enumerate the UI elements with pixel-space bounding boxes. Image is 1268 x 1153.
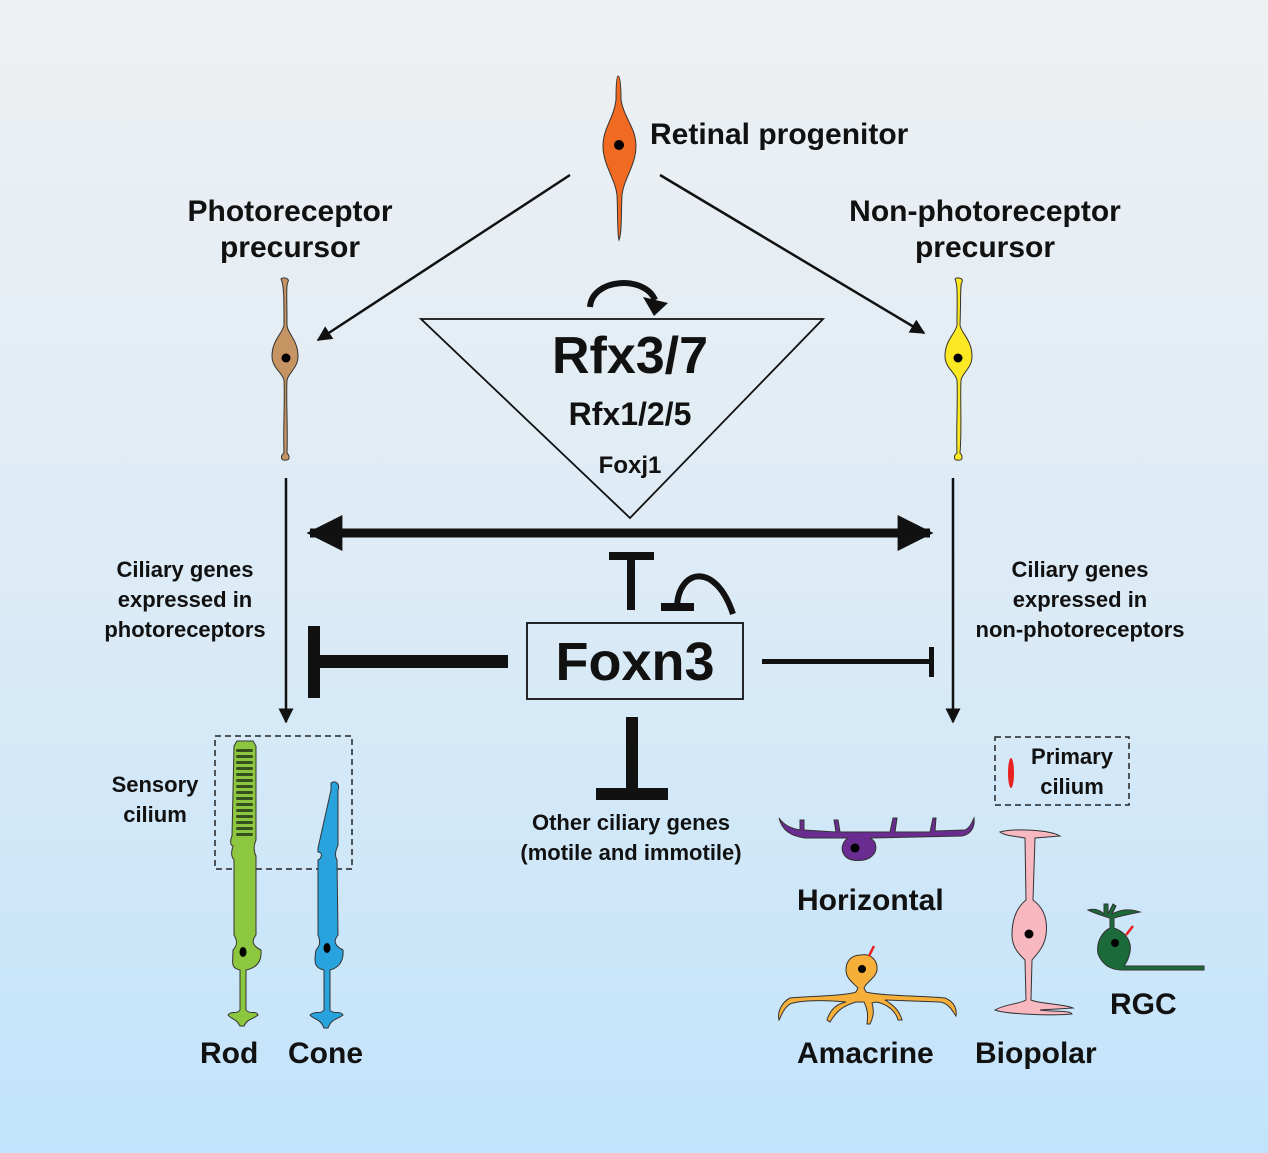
horizontal-cell-icon	[778, 816, 975, 861]
rfx-self-activation-arrow	[587, 280, 658, 308]
other-ciliary-genes-label: Other ciliary genes (motile and immotile…	[500, 808, 762, 868]
photoreceptor-precursor-label-line2: precursor	[219, 231, 361, 264]
rfx37-label: Rfx3/7	[551, 327, 709, 385]
other-ciliary-genes-line2: (motile and immotile)	[520, 840, 742, 865]
rod-discs	[236, 749, 253, 836]
photoreceptor-ciliary-genes-line2: expressed in	[117, 587, 253, 612]
bipolar-label: Biopolar	[975, 1037, 1097, 1070]
sensory-cilium-line2: cilium	[123, 802, 187, 827]
primary-cilium-icon	[1008, 758, 1014, 788]
retinal-progenitor-cell-icon	[602, 75, 637, 242]
primary-cilium-line1: Primary	[1031, 744, 1113, 769]
foxj1-label: Foxj1	[598, 452, 662, 479]
rod-cell-icon	[227, 740, 262, 1027]
horizontal-label: Horizontal	[797, 884, 944, 917]
sensory-cilium-box	[214, 735, 353, 870]
primary-cilium-line2: cilium	[1040, 774, 1104, 799]
foxn3-self-inhibition-symbol	[661, 573, 736, 615]
foxn3-weakly-inhibits-nonphotoreceptor-genes	[762, 647, 934, 677]
rfx125-label: Rfx1/2/5	[568, 396, 692, 432]
nonphotoreceptor-precursor-label-line1: Non-photoreceptor	[849, 195, 1121, 228]
arrow-to-photoreceptor-precursor	[316, 173, 571, 342]
rgc-cell-icon	[1086, 903, 1205, 971]
rfx-self-activation-arrowhead	[643, 297, 668, 316]
rfx-triangle	[418, 318, 826, 520]
foxn3-inhibits-other-ciliary-genes	[596, 717, 668, 800]
rod-label: Rod	[200, 1037, 259, 1070]
retinal-progenitor-label: Retinal progenitor	[650, 118, 909, 151]
sensory-cilium-line1: Sensory	[111, 772, 199, 797]
photoreceptor-precursor-label: Photoreceptor precursor	[160, 194, 420, 266]
other-ciliary-genes-line1: Other ciliary genes	[531, 810, 731, 835]
nonphotoreceptor-ciliary-genes-line2: expressed in	[1012, 587, 1148, 612]
nonphotoreceptor-ciliary-genes-line3: non-photoreceptors	[975, 617, 1185, 642]
nonphotoreceptor-precursor-label: Non-photoreceptor precursor	[820, 194, 1150, 266]
foxn3-label: Foxn3	[555, 632, 715, 692]
nonphotoreceptor-ciliary-genes-line1: Ciliary genes	[1011, 557, 1149, 582]
bipolar-cell-icon	[993, 829, 1075, 1016]
amacrine-cell-icon	[778, 945, 957, 1025]
nonphotoreceptor-ciliary-genes-label: Ciliary genes expressed in non-photorece…	[955, 555, 1205, 645]
nonphotoreceptor-precursor-label-line2: precursor	[914, 231, 1056, 264]
photoreceptor-ciliary-genes-line1: Ciliary genes	[116, 557, 254, 582]
rgc-label: RGC	[1110, 988, 1177, 1021]
amacrine-label: Amacrine	[797, 1037, 934, 1070]
photoreceptor-ciliary-genes-line3: photoreceptors	[104, 617, 266, 642]
cone-label: Cone	[288, 1037, 363, 1070]
foxn3-box	[526, 622, 744, 700]
primary-cilium-box	[994, 736, 1130, 806]
nonphotoreceptor-precursor-cell-icon	[944, 277, 973, 461]
cone-cell-icon	[309, 781, 344, 1029]
photoreceptor-precursor-label-line1: Photoreceptor	[187, 195, 393, 228]
arrow-to-nonphotoreceptor-precursor	[659, 173, 926, 335]
sensory-cilium-label: Sensory cilium	[100, 770, 210, 830]
primary-cilium-label: Primary cilium	[1020, 742, 1124, 802]
photoreceptor-precursor-cell-icon	[271, 277, 299, 461]
foxn3-inhibits-rfx-symbol	[609, 552, 654, 610]
photoreceptor-ciliary-genes-label: Ciliary genes expressed in photoreceptor…	[85, 555, 285, 645]
foxn3-strongly-inhibits-photoreceptor-genes	[308, 626, 508, 698]
